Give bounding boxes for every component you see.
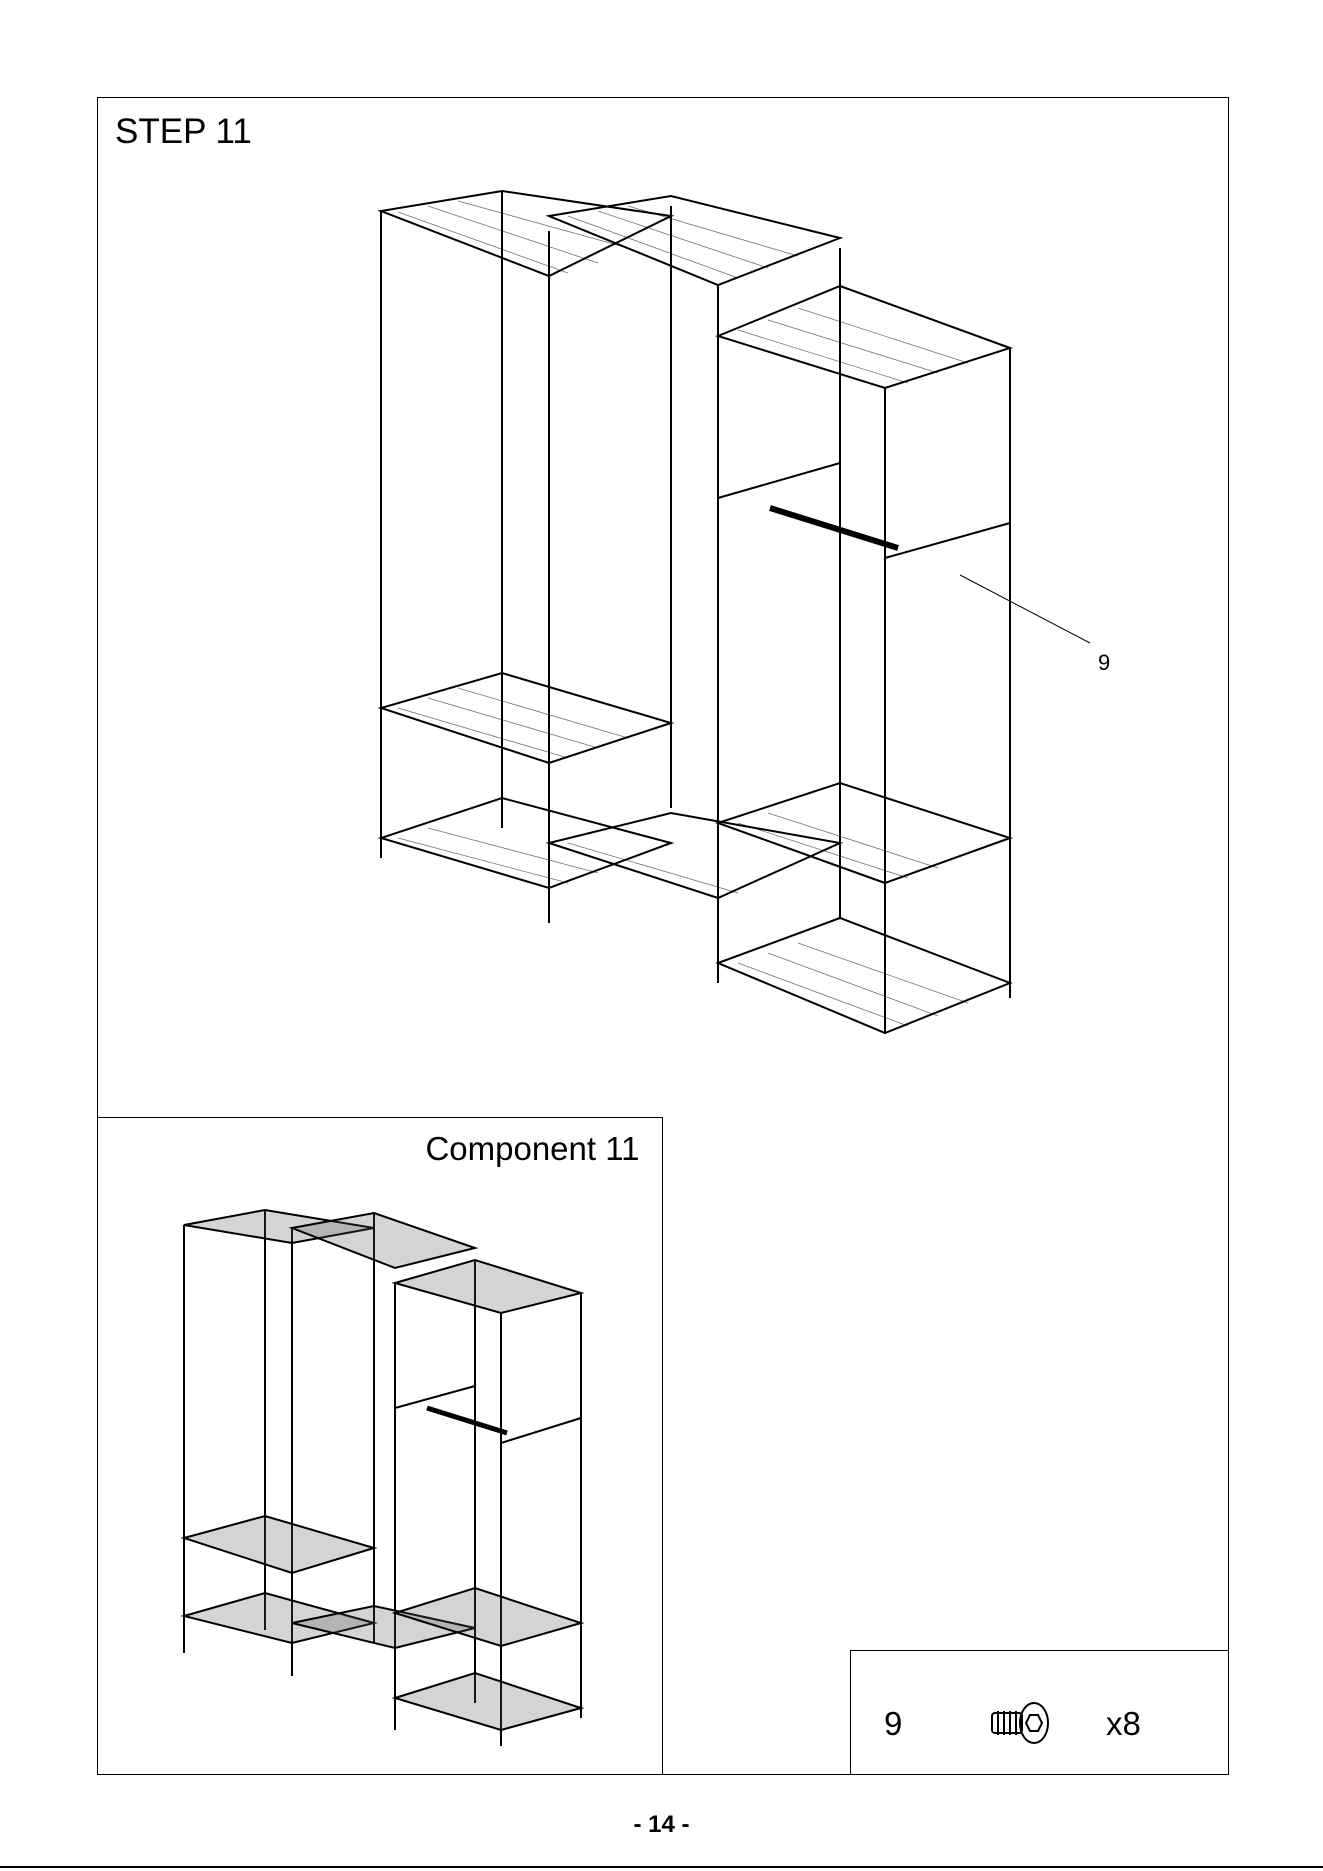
part-number: 9 xyxy=(884,1705,902,1743)
part-quantity: x8 xyxy=(1106,1705,1141,1743)
assembly-illustration: 9 xyxy=(98,98,1228,1098)
component-panel: Component 11 xyxy=(97,1117,663,1775)
callout-label: 9 xyxy=(1098,650,1110,675)
component-illustration xyxy=(97,1118,662,1775)
page-number: - 14 - xyxy=(0,1811,1323,1839)
screw-icon xyxy=(988,1699,1054,1749)
step-frame: STEP 11 xyxy=(97,97,1229,1775)
bottom-rule xyxy=(0,1866,1323,1868)
parts-panel: 9 x8 xyxy=(850,1650,1229,1775)
